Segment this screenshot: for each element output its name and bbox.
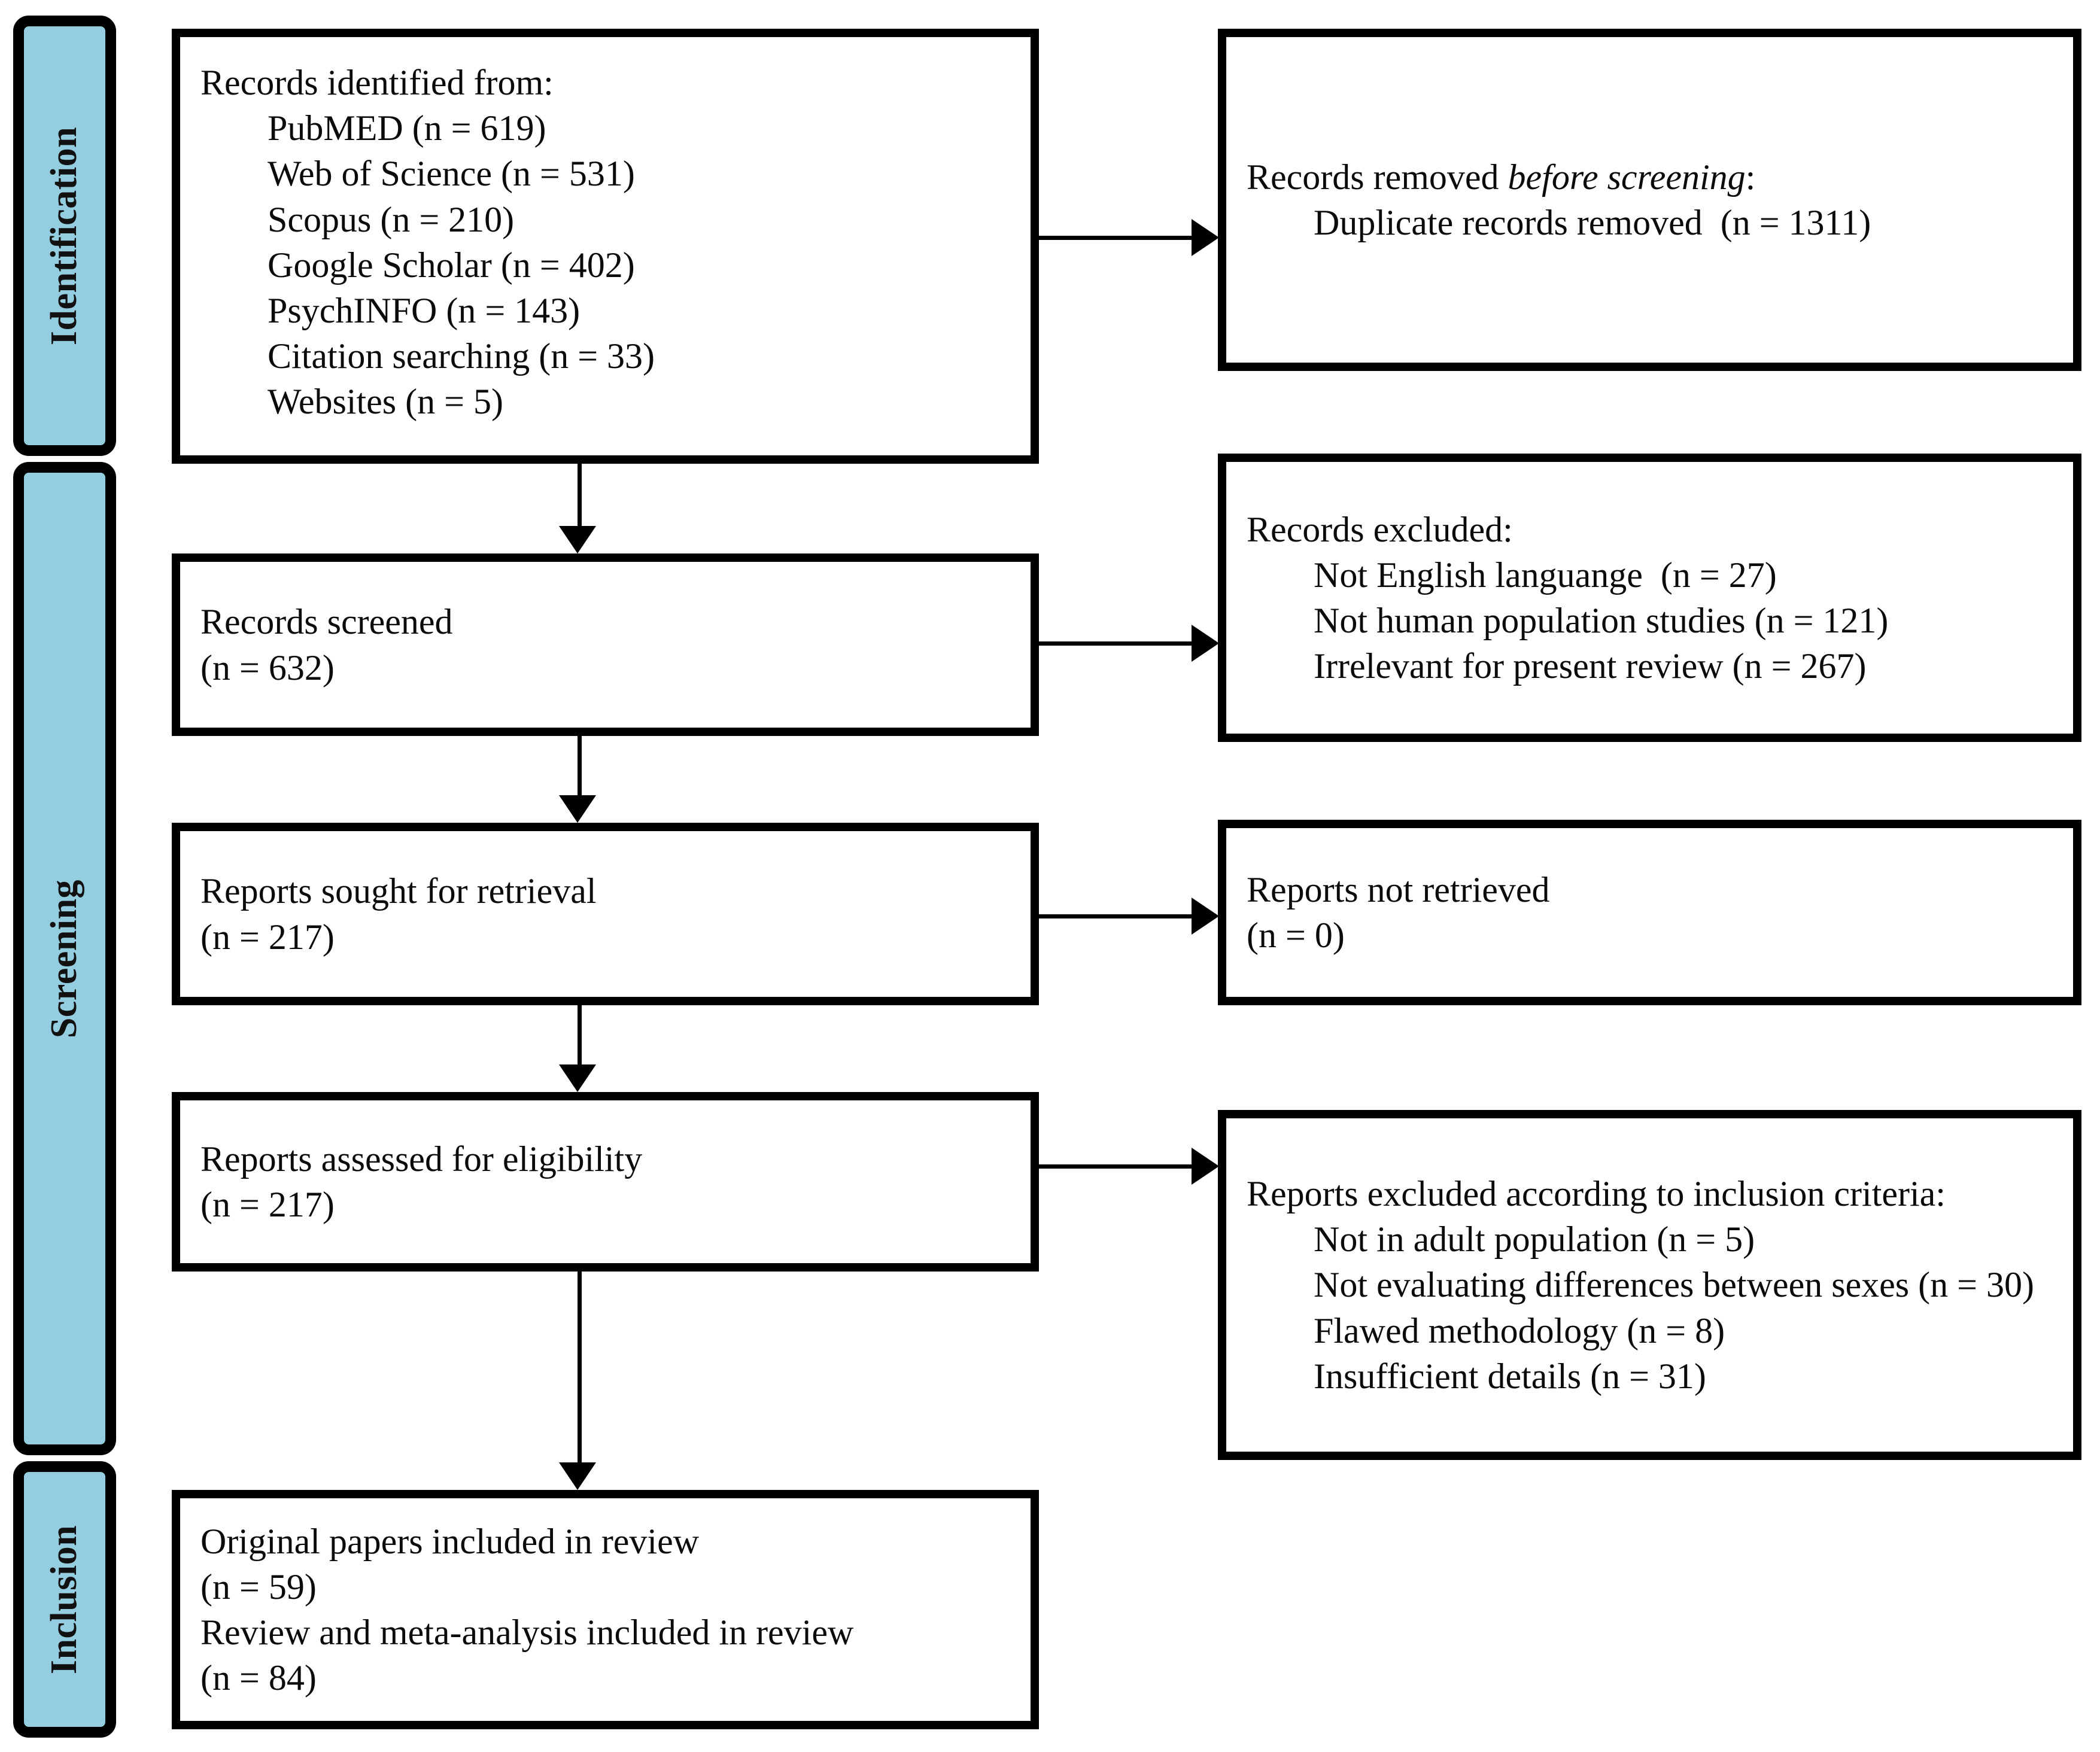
records-excluded-heading: Records excluded: xyxy=(1247,509,1513,549)
records-identified-item-pubmed: PubMED (n = 619) xyxy=(268,108,546,148)
reports-not-retrieved-count: (n = 0) xyxy=(1247,915,1345,955)
arrow-head-identified-to-screened xyxy=(559,526,596,553)
records-identified-item-web-of-science: Web of Science (n = 531) xyxy=(268,154,635,194)
included-original-papers-label: Original papers included in review xyxy=(200,1521,700,1561)
reports-assessed-count: (n = 217) xyxy=(200,1185,335,1224)
records-removed-heading-italic: before screening xyxy=(1508,157,1746,197)
arrow-head-screened-to-excluded xyxy=(1192,625,1219,662)
arrow-head-identified-to-removed xyxy=(1192,219,1219,256)
records-excluded-item-irrelevant: Irrelevant for present review (n = 267) xyxy=(1314,646,1867,686)
reports-not-retrieved-label: Reports not retrieved xyxy=(1247,869,1550,910)
reports-sought-count: (n = 217) xyxy=(200,917,335,957)
records-identified-heading: Records identified from: xyxy=(200,63,554,102)
connector-screened-to-sought xyxy=(578,736,582,796)
stage-label-inclusion: Inclusion xyxy=(44,1525,85,1674)
arrow-head-sought-to-assessed xyxy=(559,1064,596,1092)
records-identified-item-citation-searching: Citation searching (n = 33) xyxy=(268,336,655,376)
reports-excluded-item-flawed-methodology: Flawed methodology (n = 8) xyxy=(1314,1310,1725,1350)
records-screened-label: Records screened xyxy=(200,602,453,642)
stage-bar-screening: Screening xyxy=(13,462,116,1455)
connector-sought-to-assessed xyxy=(578,1005,582,1066)
arrow-head-sought-to-not-retrieved xyxy=(1192,898,1219,935)
reports-excluded-item-not-sex-differences: Not evaluating differences between sexes… xyxy=(1314,1265,2034,1305)
reports-excluded-item-insufficient-details: Insufficient details (n = 31) xyxy=(1314,1356,1706,1396)
records-removed-heading-prefix: Records removed xyxy=(1247,157,1508,197)
stage-label-identification: Identification xyxy=(44,126,85,345)
stage-label-screening: Screening xyxy=(44,879,85,1038)
box-reports-not-retrieved: Reports not retrieved (n = 0) xyxy=(1218,820,2081,1005)
arrow-head-assessed-to-included xyxy=(559,1462,596,1490)
box-reports-sought: Reports sought for retrieval (n = 217) xyxy=(172,823,1039,1005)
connector-identified-to-removed xyxy=(1039,236,1193,240)
records-excluded-item-not-human: Not human population studies (n = 121) xyxy=(1314,601,1889,640)
records-screened-count: (n = 632) xyxy=(200,647,335,688)
connector-assessed-to-reports-excluded xyxy=(1039,1164,1193,1169)
stage-bar-inclusion: Inclusion xyxy=(13,1461,116,1738)
records-removed-heading: Records removed before screening: xyxy=(1247,154,2053,200)
connector-sought-to-not-retrieved xyxy=(1039,914,1193,918)
included-reviews-label: Review and meta-analysis included in rev… xyxy=(200,1613,854,1652)
box-records-screened: Records screened (n = 632) xyxy=(172,553,1039,736)
records-identified-item-websites: Websites (n = 5) xyxy=(268,382,503,422)
box-reports-assessed: Reports assessed for eligibility (n = 21… xyxy=(172,1092,1039,1272)
box-records-excluded: Records excluded: Not English languange … xyxy=(1218,454,2081,742)
box-records-identified: Records identified from: PubMED (n = 619… xyxy=(172,29,1039,464)
records-removed-item-duplicates: Duplicate records removed (n = 1311) xyxy=(1314,203,1871,242)
box-records-removed: Records removed before screening: Duplic… xyxy=(1218,29,2081,371)
connector-assessed-to-included xyxy=(578,1272,582,1464)
arrow-head-assessed-to-reports-excluded xyxy=(1192,1148,1219,1185)
records-identified-item-google-scholar: Google Scholar (n = 402) xyxy=(268,245,635,285)
connector-identified-to-screened xyxy=(578,464,582,527)
records-removed-heading-suffix: : xyxy=(1745,157,1756,197)
arrow-head-screened-to-sought xyxy=(559,795,596,823)
connector-screened-to-excluded xyxy=(1039,641,1193,646)
records-identified-item-scopus: Scopus (n = 210) xyxy=(268,199,515,239)
reports-excluded-item-not-adult: Not in adult population (n = 5) xyxy=(1314,1219,1755,1260)
stage-bar-identification: Identification xyxy=(13,16,116,456)
records-identified-item-psychinfo: PsychINFO (n = 143) xyxy=(268,290,581,330)
included-reviews-count: (n = 84) xyxy=(200,1658,317,1698)
box-included-in-review: Original papers included in review (n = … xyxy=(172,1490,1039,1729)
box-reports-excluded: Reports excluded according to inclusion … xyxy=(1218,1110,2081,1460)
reports-excluded-heading: Reports excluded according to inclusion … xyxy=(1247,1174,1946,1214)
included-original-papers-count: (n = 59) xyxy=(200,1567,317,1607)
reports-assessed-label: Reports assessed for eligibility xyxy=(200,1139,643,1179)
records-excluded-item-not-english: Not English languange (n = 27) xyxy=(1314,555,1777,595)
reports-sought-label: Reports sought for retrieval xyxy=(200,871,597,911)
